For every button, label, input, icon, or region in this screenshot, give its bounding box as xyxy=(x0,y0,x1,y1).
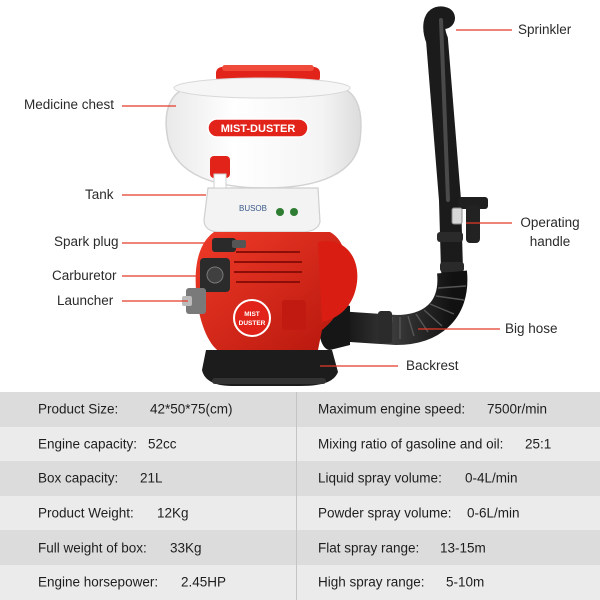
label-medicine-chest: Medicine chest xyxy=(24,97,115,112)
spec-column-divider xyxy=(296,392,297,600)
spec-value: 13-15m xyxy=(440,540,486,556)
mist-duster-sprayer-illustration: MIST-DUSTER BUSOB xyxy=(122,6,512,386)
label-backrest: Backrest xyxy=(406,358,459,373)
product-diagram: MIST-DUSTER BUSOB xyxy=(24,6,586,386)
spec-key: Engine capacity: xyxy=(38,436,138,452)
spec-value: 7500r/min xyxy=(487,401,548,417)
spec-value: 42*50*75(cm) xyxy=(150,401,233,417)
spec-key: Full weight of box: xyxy=(38,540,147,556)
spec-key: Engine horsepower: xyxy=(38,574,159,590)
spec-row: Full weight of box: 33Kg Flat spray rang… xyxy=(0,530,600,565)
spec-value: 5-10m xyxy=(446,574,485,590)
spec-value: 12Kg xyxy=(157,505,189,521)
label-launcher: Launcher xyxy=(57,293,114,308)
spec-key: Flat spray range: xyxy=(318,540,420,556)
label-operating-handle-line-1: Operating xyxy=(520,215,580,230)
spec-row: Product Size: 42*50*75(cm) Maximum engin… xyxy=(0,392,600,427)
spec-key: Powder spray volume: xyxy=(318,505,452,521)
fuel-tank: BUSOB xyxy=(203,156,321,233)
spec-row: Box capacity: 21L Liquid spray volume: 0… xyxy=(0,461,600,496)
operating-handle xyxy=(451,197,488,243)
sprinkler-pipe xyxy=(423,6,464,281)
tank-text: BUSOB xyxy=(239,204,267,213)
lid-brand-text: MIST-DUSTER xyxy=(221,123,296,135)
label-carburetor: Carburetor xyxy=(52,268,117,283)
spec-value: 33Kg xyxy=(170,540,202,556)
spec-row: Product Weight: 12Kg Powder spray volume… xyxy=(0,495,600,531)
spec-value: 52cc xyxy=(148,436,177,452)
spec-value: 21L xyxy=(140,470,163,486)
spec-table: Product Size: 42*50*75(cm) Maximum engin… xyxy=(0,392,600,600)
label-operating-handle-line-2: handle xyxy=(529,233,571,249)
leader-lines xyxy=(122,29,512,367)
spec-value: 0-4L/min xyxy=(465,470,518,486)
label-spark-plug: Spark plug xyxy=(54,234,119,249)
medicine-chest: MIST-DUSTER xyxy=(165,65,362,189)
backrest xyxy=(202,350,338,386)
spec-key: Product Size: xyxy=(38,401,119,417)
label-sprinkler: Sprinkler xyxy=(518,22,572,37)
label-big-hose: Big hose xyxy=(505,321,558,336)
spec-key: Liquid spray volume: xyxy=(318,470,442,486)
engine-body: MIST DUSTER xyxy=(182,232,358,352)
label-tank: Tank xyxy=(85,187,114,202)
spec-value: 0-6L/min xyxy=(467,505,520,521)
spec-key: Box capacity: xyxy=(38,470,119,486)
spec-row: Engine capacity: 52cc Mixing ratio of ga… xyxy=(0,426,600,462)
spec-value: 25:1 xyxy=(525,436,552,452)
spec-row: Engine horsepower: 2.45HP High spray ran… xyxy=(0,565,600,600)
spec-key: Mixing ratio of gasoline and oil: xyxy=(318,436,504,452)
spec-key: Product Weight: xyxy=(38,505,134,521)
label-operating-handle: Operating handle xyxy=(514,215,586,251)
spec-value: 2.45HP xyxy=(181,574,227,590)
spec-key: High spray range: xyxy=(318,574,425,590)
engine-badge-line-1: MIST xyxy=(244,311,260,318)
spec-key: Maximum engine speed: xyxy=(318,401,466,417)
engine-badge-line-2: DUSTER xyxy=(239,320,266,327)
